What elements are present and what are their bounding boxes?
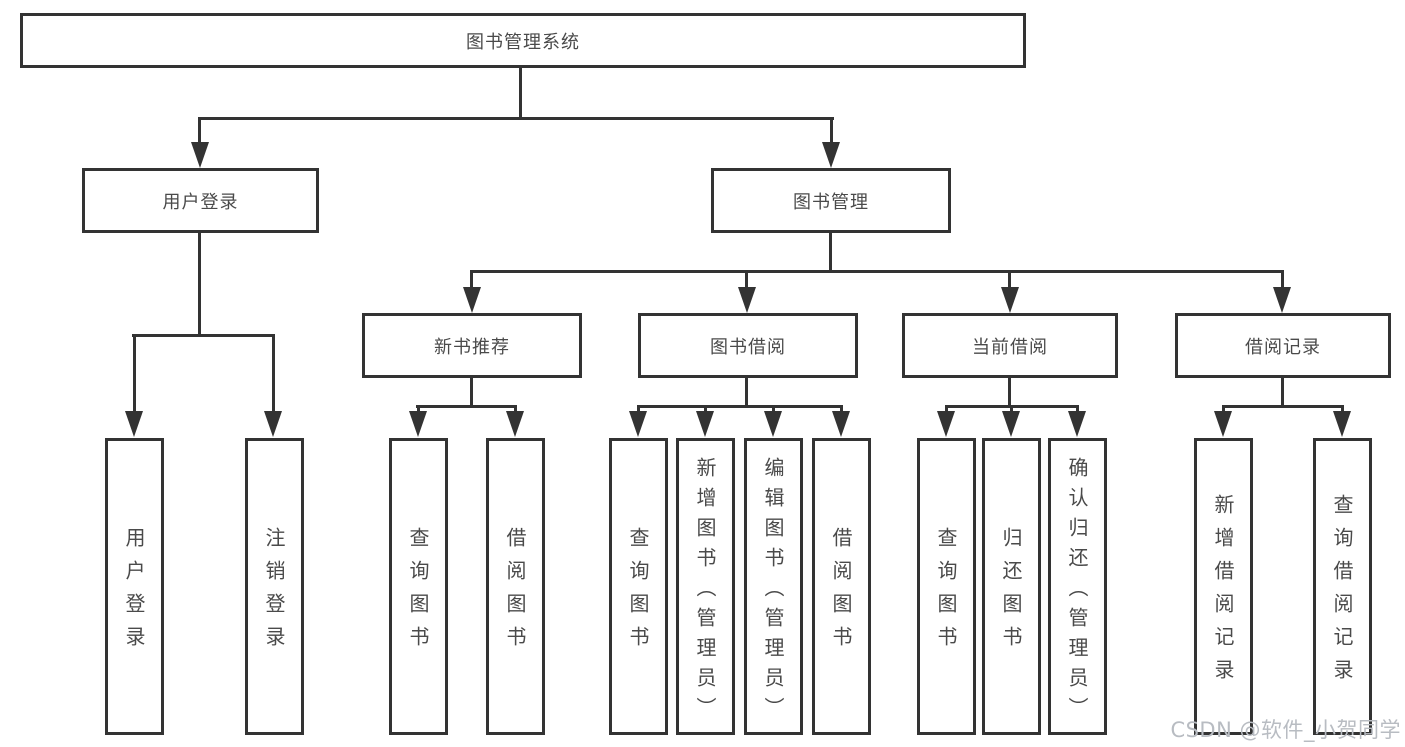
node-label: 归还图书 xyxy=(999,527,1023,659)
node-label: 新书推荐 xyxy=(434,336,510,358)
arrow-down-icon xyxy=(764,411,782,437)
node-label: 图书管理 xyxy=(793,191,869,213)
arrow-down-icon xyxy=(832,411,850,437)
node-leaf-edit-books-admin: 编辑图书（管理员） xyxy=(744,438,803,735)
connector-line xyxy=(272,334,275,412)
node-leaf-confirm-return-admin: 确认归还（管理员） xyxy=(1048,438,1107,735)
node-label: 查询图书 xyxy=(934,527,958,659)
node-book-borrowing: 图书借阅 xyxy=(638,313,858,378)
node-library-management-system: 图书管理系统 xyxy=(20,13,1026,68)
node-label: 查询图书 xyxy=(406,527,430,659)
connector-line xyxy=(704,405,707,413)
connector-line xyxy=(637,405,843,408)
arrow-down-icon xyxy=(1002,411,1020,437)
node-label: 注销登录 xyxy=(262,527,286,659)
connector-line xyxy=(470,270,1284,273)
connector-line xyxy=(637,405,640,413)
node-label: 查询借阅记录 xyxy=(1330,494,1354,692)
node-label: 新增图书（管理员） xyxy=(693,456,717,727)
arrow-down-icon xyxy=(822,142,840,168)
connector-line xyxy=(772,405,775,413)
node-label: 借阅记录 xyxy=(1245,336,1321,358)
arrow-down-icon xyxy=(463,287,481,313)
connector-line xyxy=(1010,405,1013,413)
arrow-down-icon xyxy=(191,142,209,168)
connector-line xyxy=(416,405,517,408)
connector-line xyxy=(1008,375,1011,407)
connector-line xyxy=(1281,270,1284,291)
connector-line xyxy=(830,117,833,144)
connector-line xyxy=(470,270,473,291)
connector-line xyxy=(519,66,522,119)
node-leaf-borrow-books-recommend: 借阅图书 xyxy=(486,438,545,735)
connector-line xyxy=(417,405,420,413)
node-label: 用户登录 xyxy=(162,191,239,213)
arrow-down-icon xyxy=(409,411,427,437)
arrow-down-icon xyxy=(629,411,647,437)
connector-line xyxy=(1281,375,1284,407)
arrow-down-icon xyxy=(1273,287,1291,313)
arrow-down-icon xyxy=(1333,411,1351,437)
connector-line xyxy=(133,334,136,412)
node-user-login: 用户登录 xyxy=(82,168,319,233)
connector-line xyxy=(198,117,834,120)
connector-line xyxy=(514,405,517,413)
arrow-down-icon xyxy=(125,411,143,437)
node-leaf-add-borrow-record: 新增借阅记录 xyxy=(1194,438,1253,735)
node-label: 确认归还（管理员） xyxy=(1065,456,1089,727)
arrow-down-icon xyxy=(937,411,955,437)
node-label: 借阅图书 xyxy=(829,527,853,659)
connector-line xyxy=(945,405,948,413)
connector-line xyxy=(132,334,275,337)
connector-line xyxy=(1222,405,1225,413)
node-label: 编辑图书（管理员） xyxy=(761,456,785,727)
node-label: 当前借阅 xyxy=(972,336,1048,358)
node-label: 查询图书 xyxy=(626,527,650,659)
connector-line xyxy=(470,375,473,407)
node-label: 图书管理系统 xyxy=(466,31,580,53)
node-leaf-user-login: 用户登录 xyxy=(105,438,164,735)
arrow-down-icon xyxy=(264,411,282,437)
node-label: 借阅图书 xyxy=(503,527,527,659)
arrow-down-icon xyxy=(1001,287,1019,313)
node-new-book-recommendation: 新书推荐 xyxy=(362,313,582,378)
arrow-down-icon xyxy=(738,287,756,313)
connector-line xyxy=(1008,270,1011,291)
node-leaf-borrow-books: 借阅图书 xyxy=(812,438,871,735)
node-label: 图书借阅 xyxy=(710,336,786,358)
arrow-down-icon xyxy=(696,411,714,437)
node-current-borrowing: 当前借阅 xyxy=(902,313,1118,378)
node-leaf-query-books-recommend: 查询图书 xyxy=(389,438,448,735)
node-label: 新增借阅记录 xyxy=(1211,494,1235,692)
node-leaf-query-books-current: 查询图书 xyxy=(917,438,976,735)
node-book-management: 图书管理 xyxy=(711,168,951,233)
arrow-down-icon xyxy=(1068,411,1086,437)
node-label: 用户登录 xyxy=(122,527,146,659)
node-leaf-add-books-admin: 新增图书（管理员） xyxy=(676,438,735,735)
connector-line xyxy=(840,405,843,413)
node-leaf-query-books-borrow: 查询图书 xyxy=(609,438,668,735)
node-borrowing-records: 借阅记录 xyxy=(1175,313,1391,378)
node-leaf-return-books: 归还图书 xyxy=(982,438,1041,735)
node-leaf-query-borrow-record: 查询借阅记录 xyxy=(1313,438,1372,735)
connector-line xyxy=(198,233,201,336)
node-leaf-logout: 注销登录 xyxy=(245,438,304,735)
connector-line xyxy=(1076,405,1079,413)
arrow-down-icon xyxy=(1214,411,1232,437)
connector-line xyxy=(1341,405,1344,413)
connector-line xyxy=(829,233,832,272)
connector-line xyxy=(198,117,201,144)
connector-line xyxy=(1222,405,1344,408)
connector-line xyxy=(745,270,748,291)
arrow-down-icon xyxy=(506,411,524,437)
connector-line xyxy=(745,375,748,407)
